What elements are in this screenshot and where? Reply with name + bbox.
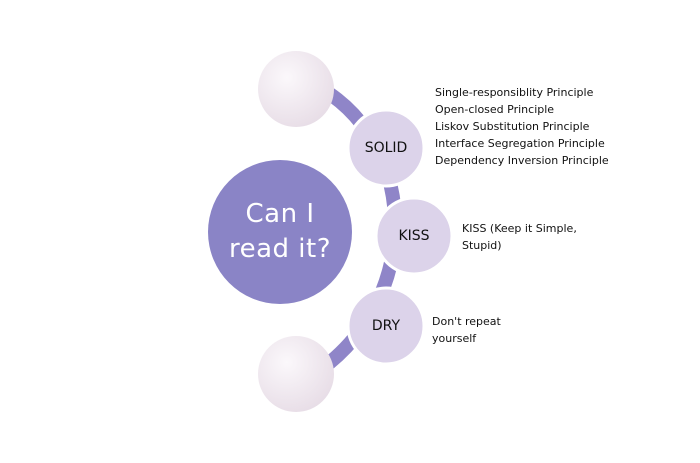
kiss-description-line-2: Stupid) <box>462 239 502 252</box>
solid-description-line-4: Interface Segregation Principle <box>435 137 605 150</box>
solid-description-line-5: Dependency Inversion Principle <box>435 154 609 167</box>
solid-node-circle <box>346 108 426 188</box>
kiss-description-line-1: KISS (Keep it Simple, <box>462 222 577 235</box>
kiss-label: KISS <box>398 228 430 244</box>
solid-description-line-3: Liskov Substitution Principle <box>435 120 590 133</box>
center-title: Can I read it? <box>228 198 332 264</box>
solid-label: SOLID <box>364 140 408 156</box>
solid-description-line-1: Single-responsiblity Principle <box>435 86 594 99</box>
bottom-ghost-circle <box>258 336 334 412</box>
solid-description: Single-responsiblity Principle Open-clos… <box>435 84 609 169</box>
solid-description-line-2: Open-closed Principle <box>435 103 555 116</box>
kiss-description: KISS (Keep it Simple, Stupid) <box>462 220 577 254</box>
dry-description-line-2: yourself <box>432 332 477 345</box>
dry-description-line-1: Don't repeat <box>432 315 501 328</box>
dry-description: Don't repeat yourself <box>432 313 501 347</box>
center-circle <box>208 160 352 304</box>
dry-node-circle <box>346 286 426 366</box>
kiss-node-circle <box>374 196 454 276</box>
top-ghost-circle <box>258 51 334 127</box>
dry-label: DRY <box>371 318 401 334</box>
